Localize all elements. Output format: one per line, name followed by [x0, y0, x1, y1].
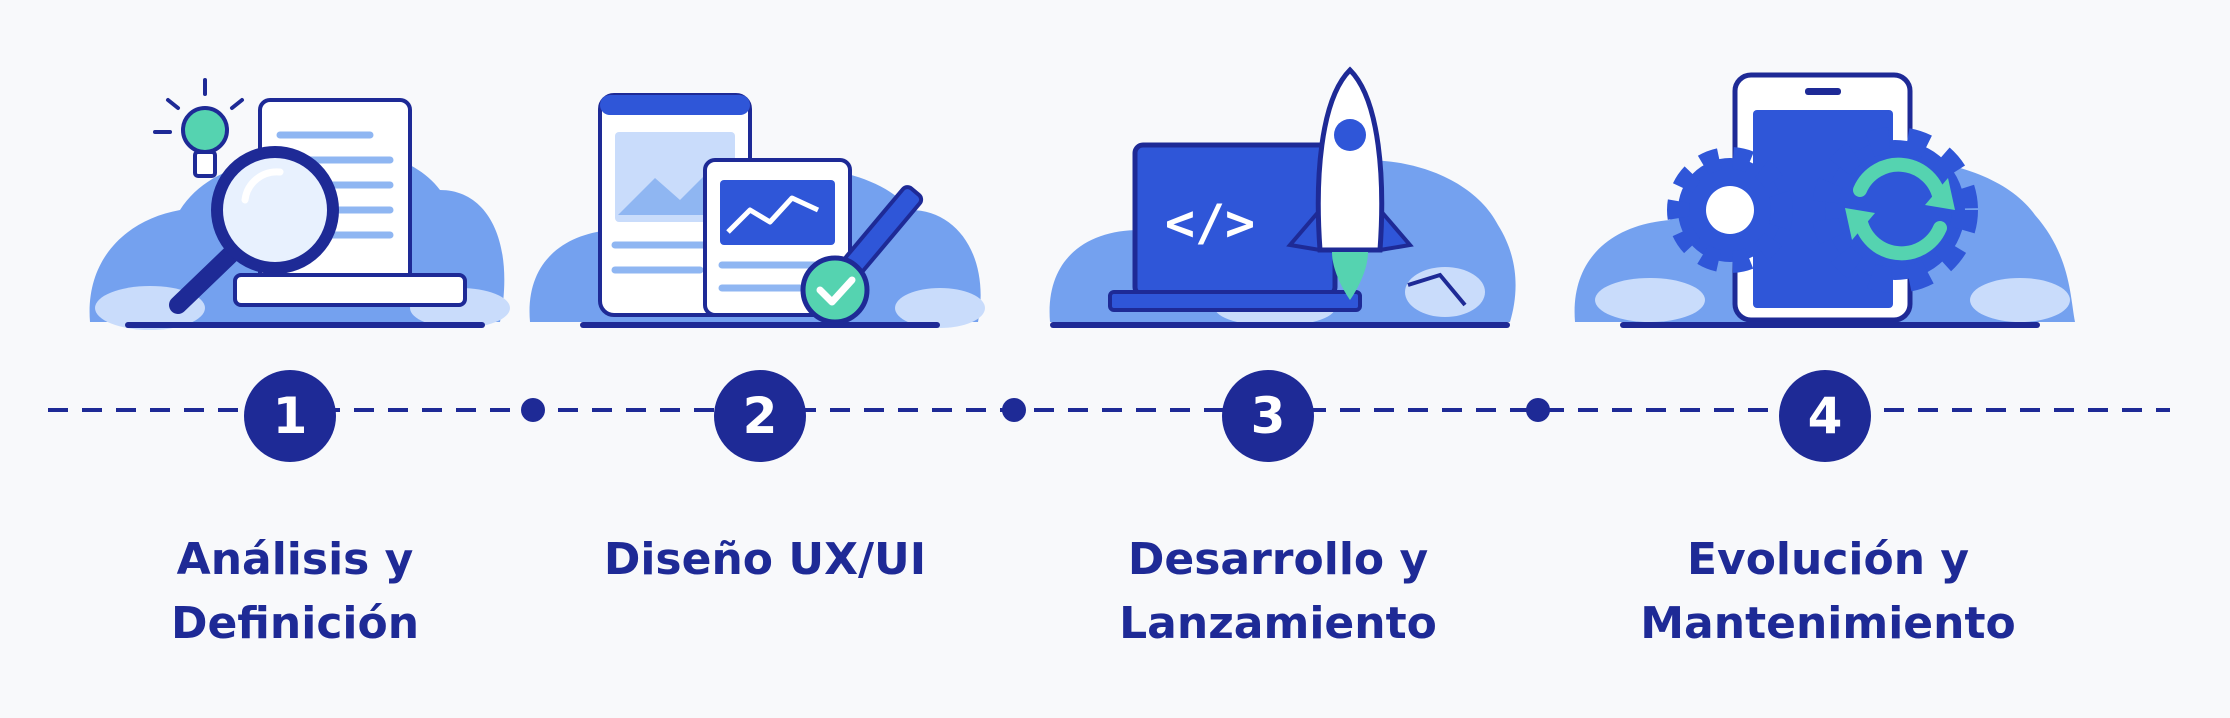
- step-title: Diseño UX/UI: [535, 528, 995, 592]
- illustration-analysis: [89, 78, 510, 330]
- illustration-maintenance: [1574, 72, 2075, 328]
- timeline-dot: [1002, 398, 1026, 422]
- step-title-line: Definición: [170, 598, 420, 649]
- step-number-badge: 2: [714, 370, 806, 462]
- step-title-line: Mantenimiento: [1640, 598, 2016, 649]
- step-number-badge: 1: [244, 370, 336, 462]
- code-icon: </>: [1165, 194, 1255, 252]
- rocket-icon: [1286, 66, 1414, 300]
- illustration-design: [529, 93, 985, 328]
- refresh-icon: [1845, 157, 1955, 261]
- step-title-line: Diseño UX/UI: [603, 534, 927, 585]
- timeline-dot: [521, 398, 545, 422]
- step-number-badge: 3: [1222, 370, 1314, 462]
- step-title: Análisis y Definición: [65, 528, 525, 656]
- step-title-line: Lanzamiento: [1119, 598, 1437, 649]
- timeline-dot: [1526, 398, 1550, 422]
- step-title-line: Análisis y: [176, 534, 414, 585]
- step-title: Desarrollo y Lanzamiento: [1048, 528, 1508, 656]
- step-number-badge: 4: [1779, 370, 1871, 462]
- lightbulb-icon: [153, 78, 244, 178]
- step-title-line: Desarrollo y: [1127, 534, 1429, 585]
- step-title: Evolución y Mantenimiento: [1598, 528, 2058, 656]
- illustration-development: </>: [1049, 66, 1516, 328]
- step-title-line: Evolución y: [1686, 534, 1970, 585]
- laptop-icon: </>: [1108, 142, 1362, 312]
- gear-icon: [1667, 147, 1793, 273]
- magnifying-glass-icon: [169, 146, 339, 314]
- checkmark-icon: [800, 255, 870, 325]
